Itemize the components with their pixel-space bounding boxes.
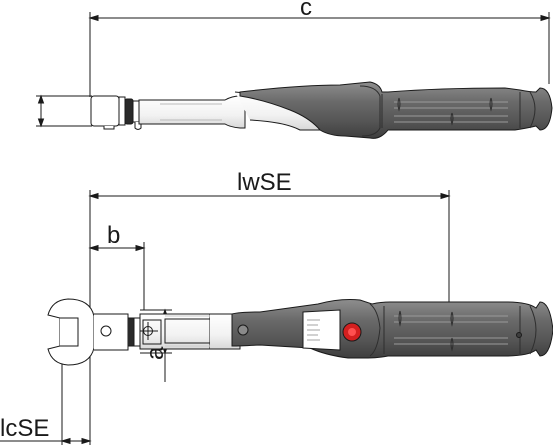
dimension-thickness <box>36 94 92 128</box>
bottom-handle <box>231 299 553 359</box>
dimension-label-c: c <box>300 0 312 21</box>
bottom-wrench-view <box>0 190 553 445</box>
dimension-label-lcse: lcSE <box>0 415 50 442</box>
dimension-c <box>88 12 551 97</box>
top-wrench-view <box>36 12 553 139</box>
spanner-head <box>47 298 141 366</box>
top-grip <box>239 81 553 139</box>
dimension-b <box>88 242 146 310</box>
bottom-shaft <box>139 313 241 350</box>
top-head <box>90 95 142 130</box>
dimension-label-b: b <box>107 222 121 249</box>
dimension-label-a: a <box>142 346 169 360</box>
dimension-label-lwse: lwSE <box>237 169 292 196</box>
